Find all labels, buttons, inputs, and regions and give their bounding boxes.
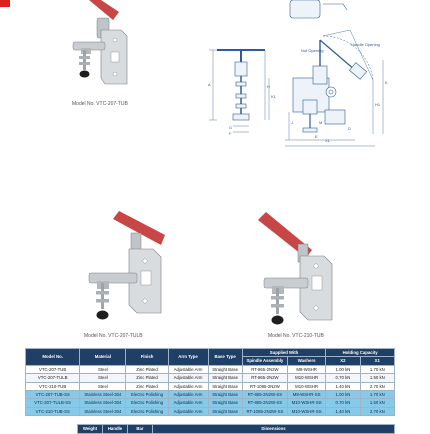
col-dimensions: Dimensions — [152, 424, 395, 434]
label-handle-opening: Handle Opening — [351, 42, 380, 47]
red-handle — [113, 211, 165, 245]
label-j: J — [291, 120, 293, 125]
col-model: Model No. — [24, 348, 81, 366]
clamp-photo-vtc-207-tub — [72, 0, 128, 85]
label-d: D — [348, 126, 351, 131]
label-x1: X1 — [325, 138, 331, 143]
col-holding-capacity: Holding Capacity — [325, 347, 395, 358]
col-washers: Washers — [286, 356, 327, 366]
col-arm-type: Arm Type — [167, 348, 209, 366]
dimensions-table-header: Weight Handle Bar Dimensions — [77, 424, 395, 434]
col-bar: Bar — [127, 424, 153, 434]
label-h1: H1 — [375, 102, 381, 107]
col-material: Material — [79, 348, 127, 366]
red-handle — [89, 0, 119, 20]
col-x1: X1 — [359, 356, 396, 366]
clamp-photo-vtc-210-tub — [258, 212, 333, 325]
col-supplied-with: Supplied With — [241, 347, 327, 358]
label-f: F — [229, 131, 232, 136]
label-h: H — [267, 84, 270, 89]
caption-vtc-207-tulb: Model No. VTC-207-TULB — [84, 333, 143, 339]
label-nut-opening: Nut Opening — [301, 48, 323, 53]
label-k1: K1 — [271, 94, 277, 99]
technical-drawing: Nut Opening Handle Opening A H K1 H1 K X… — [208, 0, 388, 147]
page-corner-marker — [0, 0, 10, 7]
col-finish: Finish — [125, 348, 169, 366]
label-m: M — [319, 120, 322, 125]
col-x2: X2 — [325, 356, 361, 366]
spec-table: Model No. Material Finish Arm Type Base … — [24, 347, 396, 417]
col-weight: Weight — [77, 424, 103, 434]
col-handle: Handle — [102, 424, 128, 434]
col-spindle-assembly: Spindle Assembly — [241, 356, 289, 366]
label-g: G — [229, 125, 232, 130]
label-e: E — [315, 134, 318, 139]
col-base-type: Base Type — [207, 348, 243, 366]
caption-vtc-210-tub: Model No. VTC-210-TUB — [268, 333, 324, 339]
label-k: K — [385, 80, 388, 85]
clamp-photo-vtc-207-tulb — [88, 211, 165, 320]
caption-vtc-207-tub: Model No. VTC-207-TUB — [72, 101, 128, 107]
label-a: A — [208, 82, 211, 87]
